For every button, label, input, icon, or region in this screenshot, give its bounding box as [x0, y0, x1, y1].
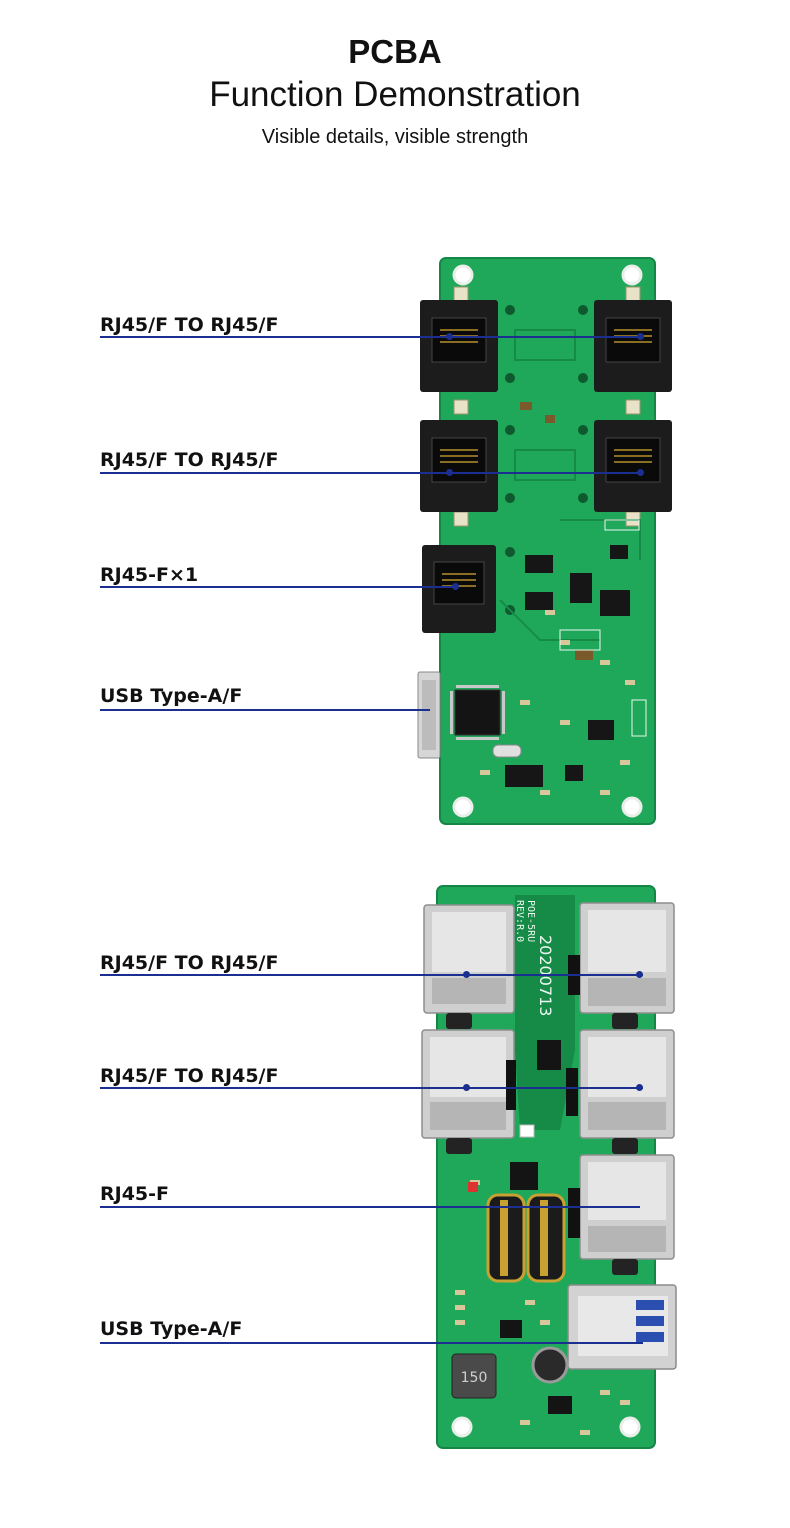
leader-line: [100, 709, 430, 711]
leader-dot: [636, 1084, 643, 1091]
top-panel: RJ45/F TO RJ45/F RJ45/F TO RJ45/F RJ45-F…: [100, 257, 672, 825]
leader-dot: [637, 333, 644, 340]
leader-line: [100, 1087, 643, 1089]
leader-dot: [636, 971, 643, 978]
leader-dot: [446, 469, 453, 476]
silk-model: POE-5RU: [525, 900, 536, 942]
page-tagline: Visible details, visible strength: [261, 126, 529, 148]
callout-label: RJ45-F×1: [100, 564, 199, 586]
leader-dot: [446, 333, 453, 340]
silk-rev: REV:R.0: [514, 900, 525, 942]
leader-line: [100, 1206, 640, 1208]
leader-line: [100, 336, 643, 338]
pcb-top-photo: [417, 257, 672, 825]
callout-label: RJ45/F TO RJ45/F: [100, 314, 279, 336]
leader-dot: [452, 583, 459, 590]
callout-label: RJ45/F TO RJ45/F: [100, 449, 279, 471]
leader-line: [100, 974, 643, 976]
callout-label: USB Type-A/F: [100, 1318, 243, 1340]
leader-line: [100, 586, 457, 588]
page-header: PCBA Function Demonstration Visible deta…: [0, 30, 790, 152]
page-subtitle: Function Demonstration: [209, 75, 581, 114]
leader-line: [100, 1342, 643, 1344]
inductor-marking: 150: [461, 1370, 488, 1386]
leader-dot: [463, 1084, 470, 1091]
callout-label: RJ45/F TO RJ45/F: [100, 952, 279, 974]
leader-line: [100, 472, 643, 474]
callout-label: RJ45-F: [100, 1183, 170, 1205]
callout-label: USB Type-A/F: [100, 685, 243, 707]
leader-dot: [463, 971, 470, 978]
page-title: PCBA: [348, 33, 442, 70]
leader-dot: [637, 469, 644, 476]
callout-label: RJ45/F TO RJ45/F: [100, 1065, 279, 1087]
